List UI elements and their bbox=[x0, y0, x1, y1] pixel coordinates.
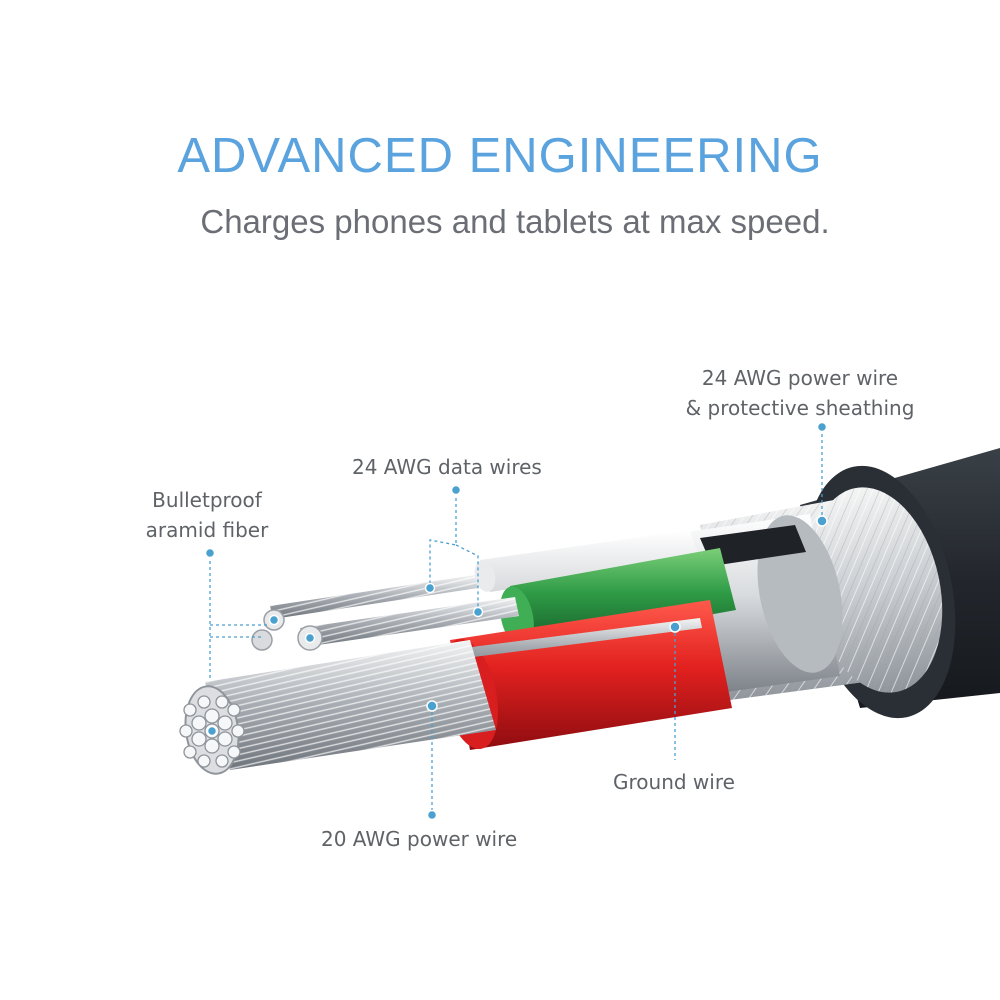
marker-power-20 bbox=[426, 700, 438, 712]
label-ground-wire: Ground wire bbox=[613, 770, 735, 794]
label-aramid-fiber: Bulletproof aramid fiber bbox=[144, 485, 270, 545]
label-aramid-line1: Bulletproof bbox=[152, 488, 262, 512]
marker-data-top bbox=[450, 484, 462, 496]
marker-sheath-top bbox=[816, 421, 828, 433]
marker-data-2 bbox=[472, 606, 484, 618]
label-20awg-power-wire: 20 AWG power wire bbox=[321, 827, 518, 851]
label-data-wires: 24 AWG data wires bbox=[352, 455, 542, 479]
label-aramid-line2: aramid fiber bbox=[145, 518, 269, 542]
label-power-sheathing-line2: & protective sheathing bbox=[685, 396, 915, 420]
marker-aramid-top bbox=[204, 547, 216, 559]
marker-data-1 bbox=[424, 582, 436, 594]
marker-ground bbox=[669, 621, 681, 633]
callout-leaders bbox=[209, 428, 823, 815]
page-title: ADVANCED ENGINEERING bbox=[177, 129, 823, 183]
callout-markers bbox=[204, 421, 828, 821]
white-wire bbox=[474, 530, 700, 592]
page-subtitle: Charges phones and tablets at max speed. bbox=[200, 203, 830, 240]
marker-aramid-3 bbox=[206, 725, 218, 737]
marker-aramid-2 bbox=[304, 632, 316, 644]
label-power-sheathing-line1: 24 AWG power wire bbox=[701, 366, 899, 390]
power-conductor-strands bbox=[179, 640, 496, 775]
marker-sheath bbox=[816, 515, 828, 527]
label-power-sheathing: 24 AWG power wire & protective sheathing bbox=[680, 363, 920, 423]
marker-aramid bbox=[268, 614, 280, 626]
marker-power-20-bottom bbox=[426, 809, 438, 821]
